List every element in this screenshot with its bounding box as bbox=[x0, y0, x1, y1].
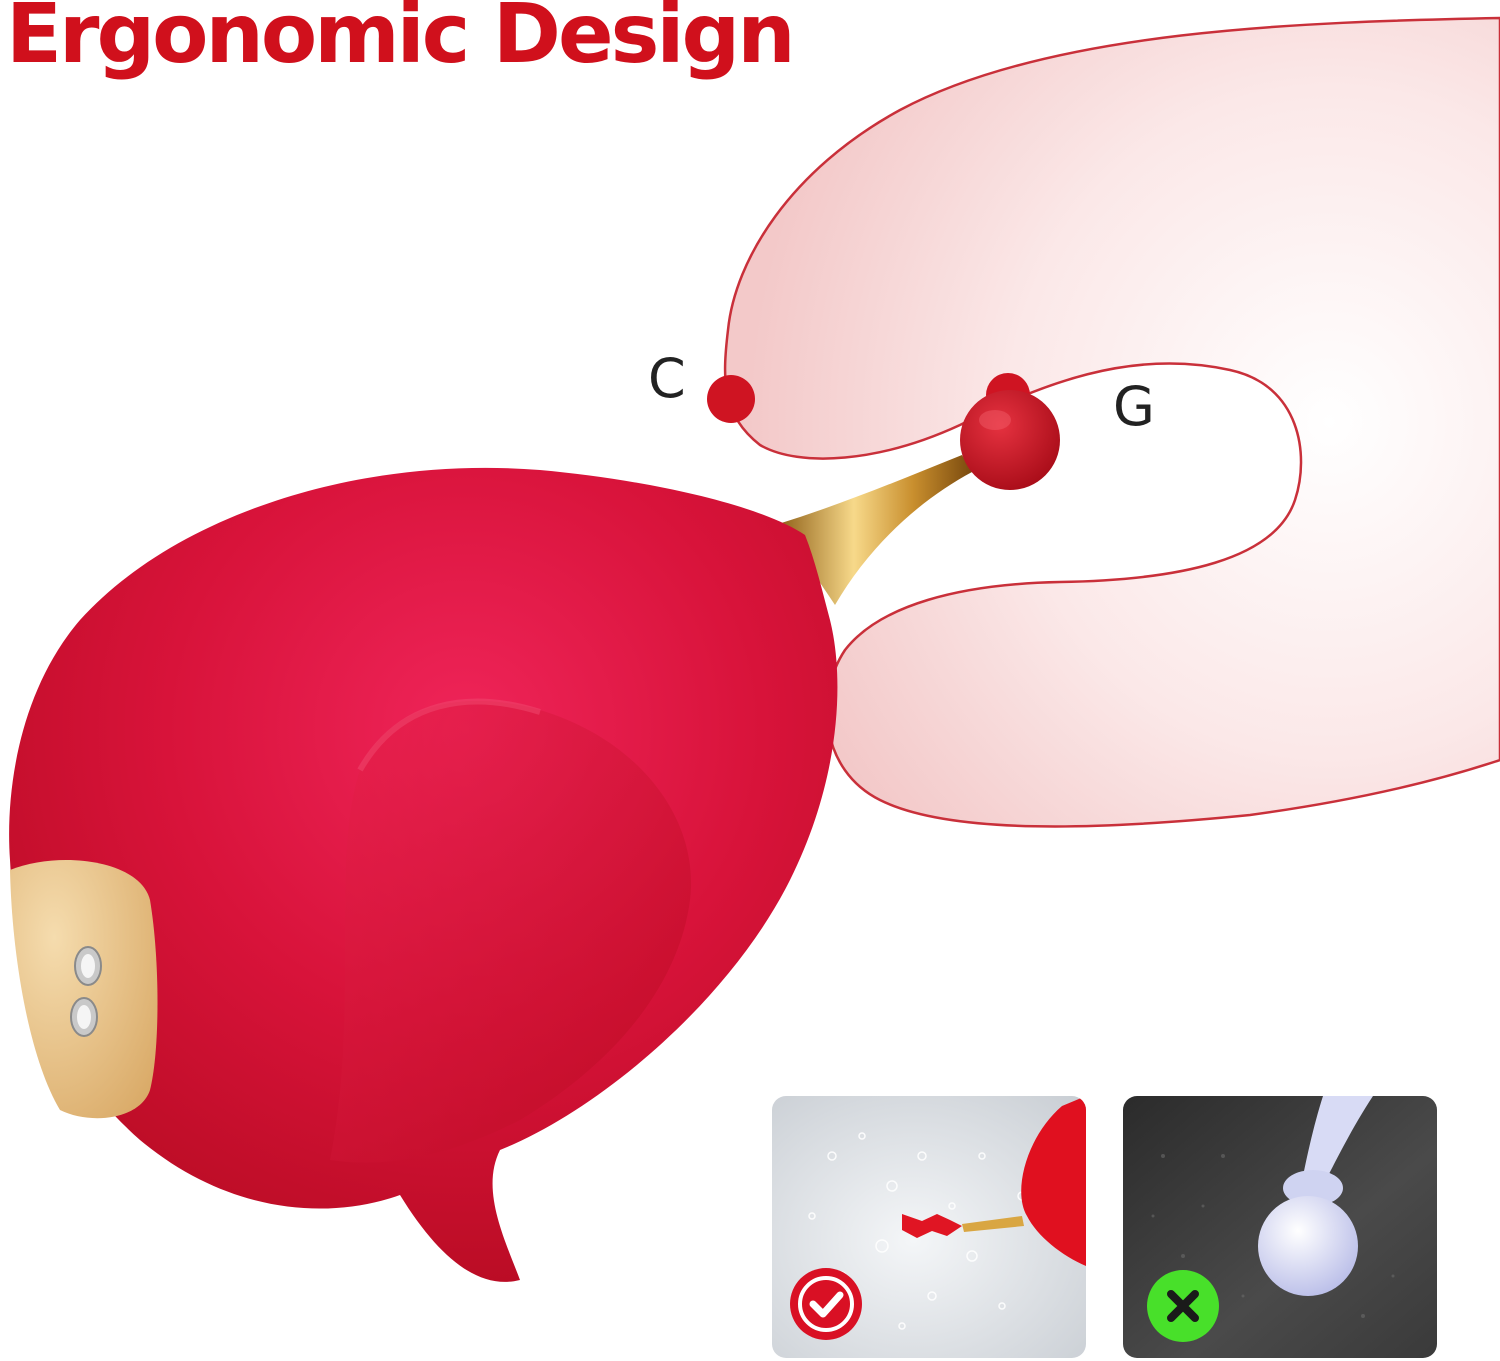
c-point-label: C bbox=[648, 347, 686, 410]
gold-stem bbox=[775, 455, 972, 605]
control-button-1 bbox=[74, 946, 102, 986]
control-panel bbox=[10, 860, 158, 1119]
check-icon bbox=[790, 1268, 862, 1340]
tip-ball bbox=[960, 390, 1060, 490]
wand-on-floor-photo bbox=[1123, 1096, 1437, 1358]
control-button-2 bbox=[70, 997, 98, 1037]
x-icon bbox=[1147, 1270, 1219, 1342]
not-recommended-tile bbox=[1123, 1096, 1437, 1358]
water-splash-photo bbox=[772, 1096, 1086, 1358]
anatomy-outline bbox=[723, 16, 1500, 828]
c-point-marker bbox=[707, 375, 755, 423]
g-point-label: G bbox=[1113, 375, 1155, 438]
body-fold bbox=[330, 700, 692, 1163]
page-title: Ergonomic Design bbox=[6, 0, 796, 82]
waterproof-tile bbox=[772, 1096, 1086, 1358]
